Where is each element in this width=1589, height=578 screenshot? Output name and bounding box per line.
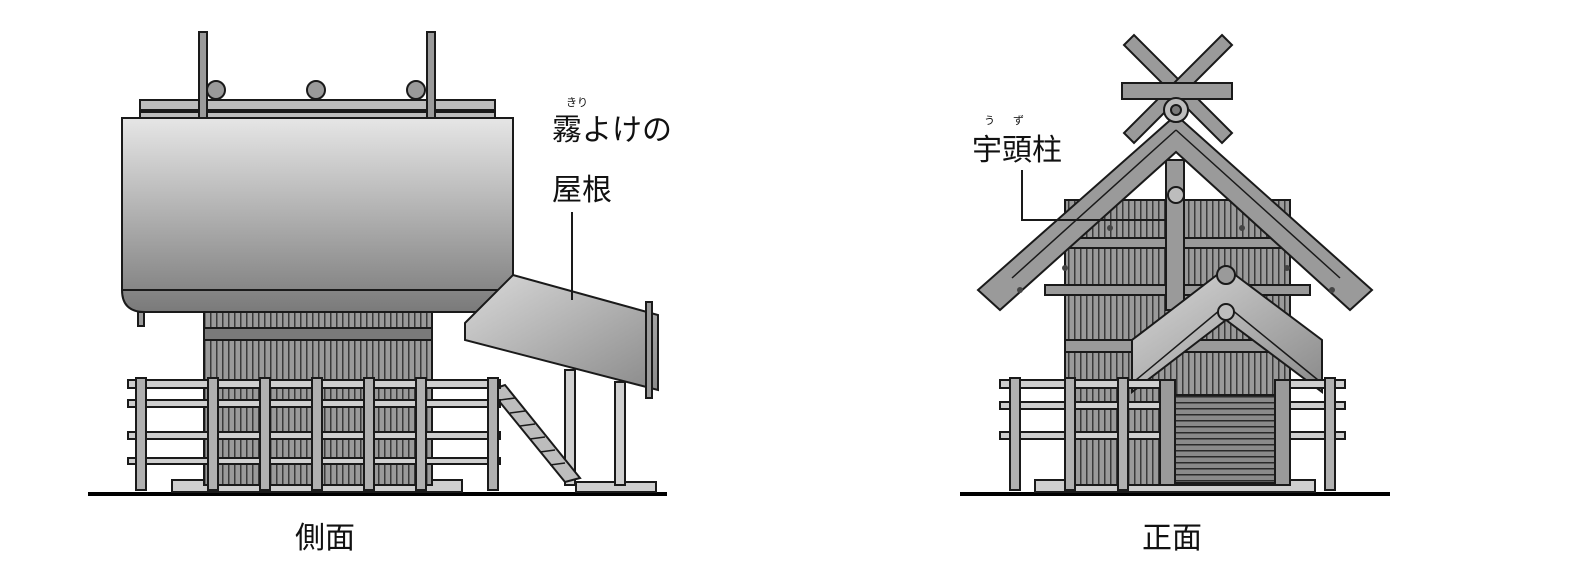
- front-posts: [1009, 377, 1336, 491]
- side-fog-roof: [464, 273, 659, 392]
- front-chigi: [1121, 33, 1234, 145]
- side-fog-post-1: [564, 369, 576, 486]
- side-ridge-beam: [139, 99, 496, 111]
- front-pillar-ruby: うず: [984, 114, 1042, 127]
- side-roof-label-line2: 屋根: [552, 173, 612, 208]
- side-roof-ruby: きり: [566, 96, 588, 109]
- front-caption: 正面: [1142, 521, 1202, 556]
- side-main-roof: [121, 117, 514, 313]
- front-railing: [999, 379, 1346, 440]
- front-view: [960, 33, 1390, 496]
- side-fog-post-2: [614, 381, 626, 486]
- side-roof-label-line1: 霧よけの: [552, 113, 672, 148]
- side-katsuogi-2: [306, 80, 326, 100]
- side-katsuogi-1: [206, 80, 226, 100]
- side-posts: [135, 377, 499, 491]
- front-pillar-label: 宇頭柱: [972, 133, 1062, 168]
- front-stairs: [1174, 394, 1276, 484]
- front-center-pillar: [1165, 159, 1185, 311]
- side-caption: 側面: [295, 521, 355, 556]
- side-katsuogi-3: [406, 80, 426, 100]
- side-view: [88, 31, 667, 496]
- front-pillar-leader-line: [1021, 170, 1166, 221]
- side-wall-band: [203, 327, 433, 341]
